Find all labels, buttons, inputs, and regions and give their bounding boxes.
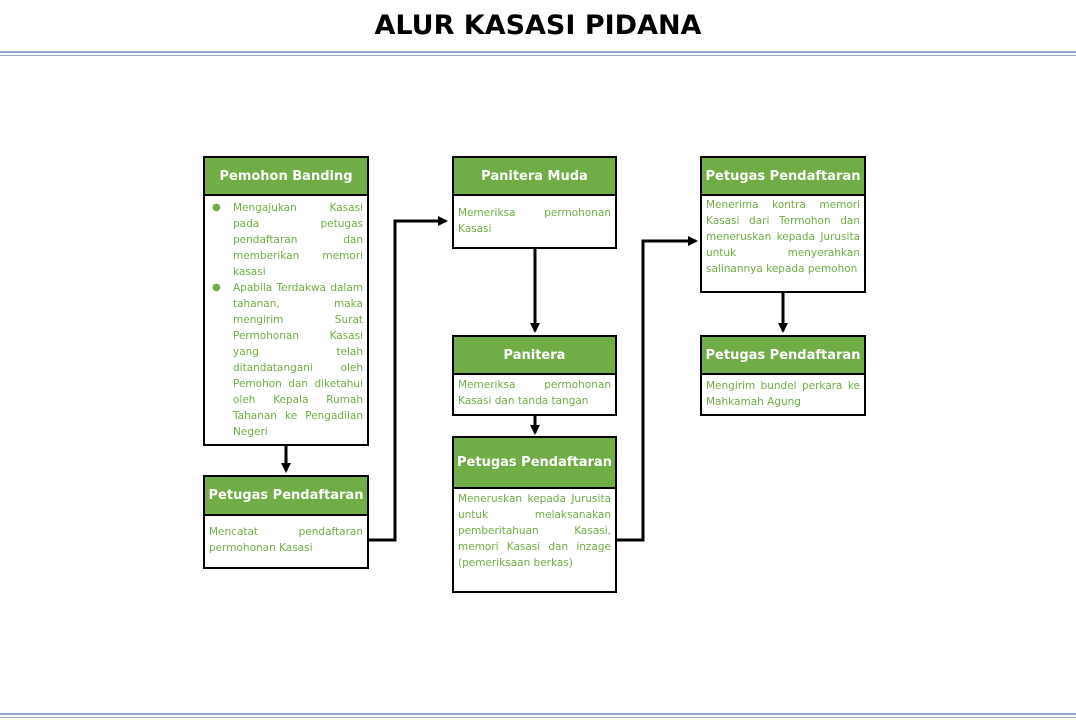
box-panitera: Panitera Memeriksa permohonan Kasasi dan… (452, 335, 617, 416)
box-body: Menerima kontra memori Kasasi dari Termo… (706, 199, 860, 275)
list-item: ● Apabila Terdakwa dalam tahanan, maka me… (212, 280, 363, 440)
arrow-petugas1-to-panitera-muda (369, 216, 448, 542)
header-rule (0, 51, 1076, 53)
box-header: Petugas Pendaftaran (205, 477, 367, 516)
box-header: Petugas Pendaftaran (454, 438, 615, 489)
bullet-icon: ● (212, 202, 221, 213)
box-panitera-muda: Panitera Muda Memeriksa permohonan Kasas… (452, 156, 617, 249)
box-body: Memeriksa permohonan Kasasi dan tanda ta… (458, 379, 611, 407)
box-header: Petugas Pendaftaran (702, 158, 864, 196)
header-rule-thin (0, 55, 1076, 56)
bullet-list: ● Mengajukan Kasasi pada petugas pendafta… (209, 200, 363, 440)
box-body: Mencatat pendaftaran permohonan Kasasi (209, 526, 363, 554)
box-body: ● Mengajukan Kasasi pada petugas pendafta… (205, 196, 367, 440)
bullet-icon: ● (212, 282, 221, 293)
arrow-petugas2-to-petugas3 (617, 236, 698, 542)
box-header: Petugas Pendaftaran (702, 337, 864, 375)
list-item: ● Mengajukan Kasasi pada petugas pendafta… (212, 200, 363, 280)
box-body: Meneruskan kepada Jurusita untuk melaksa… (458, 493, 611, 569)
box-body: Mengirim bundel perkara ke Mahkamah Agun… (706, 380, 860, 408)
box-header: Pemohon Banding (205, 158, 367, 196)
list-item-text: Apabila Terdakwa dalam tahanan, maka men… (233, 282, 363, 438)
box-petugas-pendaftaran-2: Petugas Pendaftaran Meneruskan kepada Ju… (452, 436, 617, 593)
box-header: Panitera Muda (454, 158, 615, 196)
box-header: Panitera (454, 337, 615, 375)
box-petugas-pendaftaran-4: Petugas Pendaftaran Mengirim bundel perk… (700, 335, 866, 416)
page-title: ALUR KASASI PIDANA (374, 10, 702, 41)
box-pemohon-banding: Pemohon Banding ● Mengajukan Kasasi pada … (203, 156, 369, 446)
box-body: Memeriksa permohonan Kasasi (458, 207, 611, 235)
footer-rule (0, 713, 1076, 715)
box-petugas-pendaftaran-3: Petugas Pendaftaran Menerima kontra memo… (700, 156, 866, 293)
footer-rule-thin (0, 717, 1076, 718)
box-petugas-pendaftaran-1: Petugas Pendaftaran Mencatat pendaftaran… (203, 475, 369, 569)
list-item-text: Mengajukan Kasasi pada petugas pendaftar… (233, 202, 363, 278)
